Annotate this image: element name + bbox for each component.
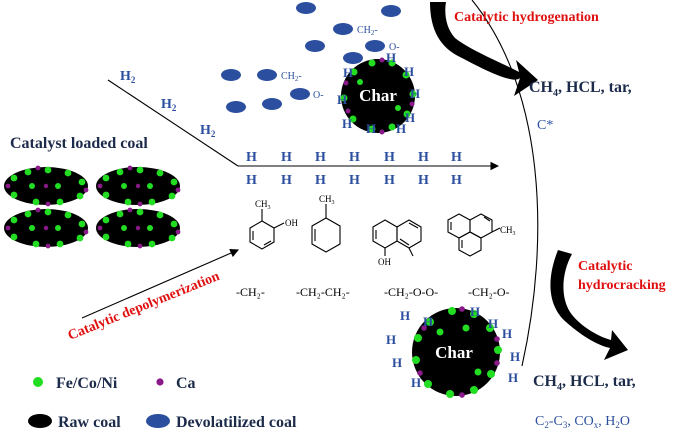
svg-text:H: H [502,326,512,341]
svg-text:H: H [404,64,414,79]
svg-text:H: H [246,173,257,188]
svg-text:H: H [392,355,402,370]
ca-legend-marker [156,378,164,386]
hydrogenation-arrow [430,2,538,96]
svg-text:H: H [349,173,360,188]
bridge-bond: -CH₂- [236,285,265,299]
svg-text:C2-C3, COx, H2O: C2-C3, COx, H2O [535,414,630,430]
svg-text:H: H [418,173,429,188]
svg-text:H: H [451,173,462,188]
svg-text:H: H [418,150,429,165]
bridge-bond: -CH₂-O- [468,285,510,299]
svg-text:H: H [386,332,396,347]
reaction-boundary-curve [471,0,539,367]
h2-flow-line [107,79,239,167]
svg-text:H: H [281,173,292,188]
svg-text:H: H [342,116,352,131]
char-label: Char [435,343,473,362]
char-particle-bottom: Char [412,306,502,398]
h2-label: H2 [120,69,136,85]
legend-ca: Ca [176,375,196,392]
cresol-ch3-label: CH3 [255,199,271,211]
char-label: Char [359,86,397,105]
svg-text:CH2-: CH2- [357,25,378,37]
svg-text:H: H [384,173,395,188]
svg-text:H: H [386,50,396,65]
svg-text:O-: O- [313,90,324,101]
svg-text:H: H [423,314,433,329]
raw-coal-particle [96,165,181,207]
svg-text:H2: H2 [200,123,216,139]
svg-text:H: H [384,150,395,165]
catalyst-loaded-coal-label: Catalyst loaded coal [10,135,148,152]
svg-text:CH4, HCL, tar,: CH4, HCL, tar, [529,79,632,99]
catalytic-hydrogenation-label: Catalytic hydrogenation [454,10,599,25]
svg-text:H2: H2 [161,97,177,113]
svg-text:CH2-: CH2- [281,71,302,83]
catalytic-depolymerization-label: Catalytic depolymerization [66,269,222,344]
methylphenanthrene-structure [447,213,501,257]
svg-text:O-: O- [389,42,400,53]
hydrocracking-arrow [550,250,628,360]
svg-text:H: H [508,370,518,385]
catalytic-hydrocracking-label-1: Catalytic [578,259,632,274]
devolatilized-fragments: CH2- O- CH2- O- [221,2,401,113]
svg-text:H: H [411,375,421,390]
products-top: CH4, HCL, tar, C* [529,79,632,133]
svg-text:H: H [349,150,360,165]
legend-raw-coal: Raw coal [58,414,121,431]
h2-label: H2 [200,123,216,139]
methylnaphthol-oh-label: OH [378,257,391,267]
svg-text:H: H [337,92,347,107]
svg-text:H2: H2 [120,69,136,85]
svg-text:H: H [470,304,480,319]
svg-text:H: H [366,121,376,136]
catalyst-loaded-coal-cluster [4,165,181,249]
svg-text:H: H [246,150,257,165]
svg-text:H: H [510,349,520,364]
bridge-bond: -CH₂-CH₂- [296,285,350,299]
char-top-hydrogens: H H H H H H H H H [337,50,420,136]
h2-label: H2 [161,97,177,113]
methylphenanthrene-ch3-label: CH3 [500,225,516,237]
svg-text:H: H [410,86,420,101]
svg-text:H: H [343,65,353,80]
svg-text:H: H [315,173,326,188]
cresol-structure [249,209,285,250]
bridge-bond: -CH₂-O-O- [384,285,438,299]
raw-coal-particle [96,207,181,249]
svg-text:H: H [281,150,292,165]
methylcyclohexene-structure [311,204,341,253]
char-particle-top: Char [340,57,417,135]
cresol-oh-label: OH [285,218,298,228]
hydrogen-radical-row: HH HH HH HH HH HH HH [246,150,462,188]
products-bottom: CH4, HCL, tar, C2-C3, COx, H2O [533,373,636,430]
legend: Fe/Co/Ni Ca Raw coal Devolatilized coal [28,375,297,431]
legend-devolatilized-coal: Devolatilized coal [176,414,297,431]
depolymerization-arrow [81,249,240,319]
raw-coal-legend-marker [28,414,52,428]
svg-text:H: H [451,150,462,165]
fe-co-ni-legend-marker [33,377,43,387]
raw-coal-particle [4,165,89,207]
svg-text:H: H [396,121,406,136]
char-bottom-hydrogens: H H H H H H H H H H [386,304,520,390]
devolatilized-coal-legend-marker [146,414,170,428]
c-star-label: C* [537,118,553,133]
svg-text:H: H [488,316,498,331]
bridge-bonds-row: -CH₂- -CH₂-CH₂- -CH₂-O-O- -CH₂-O- [236,285,510,299]
svg-text:H: H [405,110,415,125]
svg-text:CH4, HCL, tar,: CH4, HCL, tar, [533,373,636,393]
svg-text:H: H [315,150,326,165]
legend-fe-co-ni: Fe/Co/Ni [56,375,118,392]
raw-coal-particle [4,207,89,249]
methylnaphthol-structure [372,219,422,257]
svg-text:H: H [400,308,410,323]
catalytic-hydrocracking-label-2: hydrocracking [578,278,666,293]
methylcyclohexene-ch3-label: CH3 [319,194,335,206]
